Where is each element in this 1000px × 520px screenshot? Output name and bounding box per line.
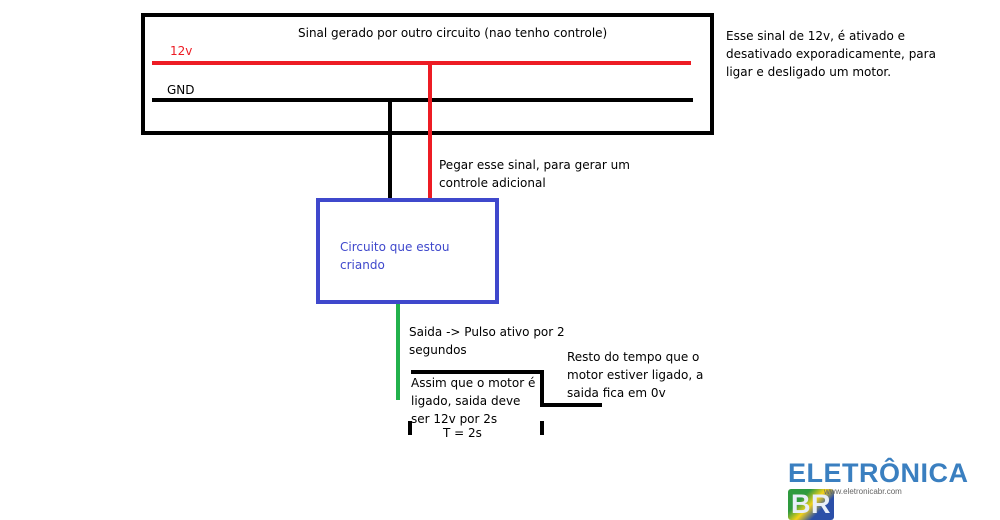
circuit-box-label: Circuito que estou criando xyxy=(340,240,450,272)
wiring-diagram xyxy=(141,13,714,435)
eletronicabr-logo: ELETRÔNICABR www.eletronicabr.com xyxy=(788,458,1000,520)
tap-note: Pegar esse sinal, para gerar um controle… xyxy=(439,158,630,190)
label-gnd: GND xyxy=(167,83,195,97)
label-12v: 12v xyxy=(170,44,193,58)
pulse-note: Assim que o motor é ligado, saida deve s… xyxy=(411,376,536,426)
side-note: Esse sinal de 12v, é ativado e desativad… xyxy=(726,29,936,79)
period-label: T = 2s xyxy=(443,426,482,440)
output-note: Saida -> Pulso ativo por 2 segundos xyxy=(409,325,565,357)
pulse-waveform xyxy=(411,370,602,407)
source-box-title: Sinal gerado por outro circuito (nao ten… xyxy=(298,26,608,40)
circuit-box xyxy=(316,198,499,304)
rest-note: Resto do tempo que o motor estiver ligad… xyxy=(567,350,704,400)
logo-url: www.eletronicabr.com xyxy=(824,487,902,496)
source-box xyxy=(141,13,714,135)
logo-text: ELETRÔNICA xyxy=(788,458,969,488)
